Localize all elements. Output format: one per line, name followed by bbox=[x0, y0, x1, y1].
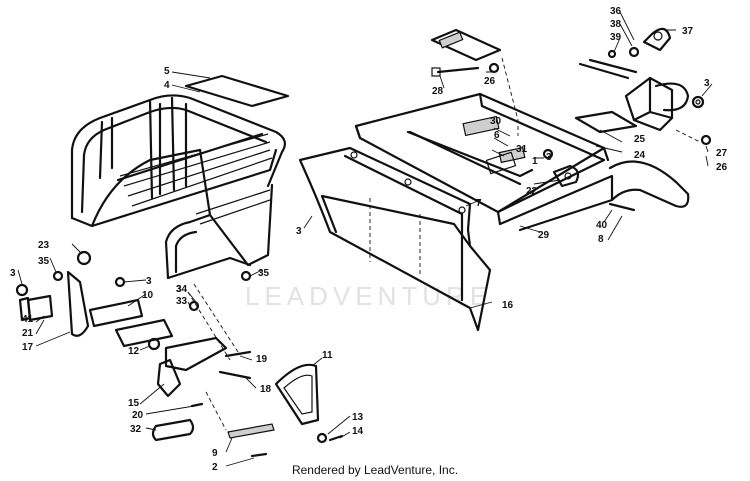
callout-19: 19 bbox=[256, 354, 268, 365]
nut-3-mid bbox=[114, 276, 126, 288]
callout-39: 39 bbox=[610, 32, 622, 43]
hitch-assembly bbox=[624, 27, 690, 132]
watermark: LEADVENTURE bbox=[245, 281, 492, 311]
callout-4: 4 bbox=[164, 80, 170, 91]
callout-23: 23 bbox=[38, 240, 50, 251]
bracket-plate bbox=[430, 28, 502, 62]
callout-11: 11 bbox=[322, 350, 333, 361]
callout-5: 5 bbox=[164, 66, 170, 77]
nut-35-right bbox=[240, 270, 252, 282]
callout-8: 8 bbox=[598, 234, 604, 245]
nut-27 bbox=[700, 134, 712, 146]
washer-13 bbox=[316, 432, 328, 444]
washer bbox=[607, 49, 617, 59]
bracket-strip bbox=[574, 110, 638, 134]
nut-3-center bbox=[542, 148, 554, 160]
callout-18: 18 bbox=[260, 384, 272, 395]
nut-12 bbox=[147, 337, 161, 351]
callout-3: 3 bbox=[546, 152, 552, 163]
callout-37: 37 bbox=[682, 26, 694, 37]
tailgate-hook bbox=[552, 164, 580, 188]
bracket-hidden-lines bbox=[187, 283, 239, 361]
bolt-18 bbox=[218, 370, 252, 380]
cover-11 bbox=[274, 363, 320, 426]
callout-33: 33 bbox=[176, 296, 188, 307]
callout-10: 10 bbox=[142, 290, 154, 301]
callout-27: 27 bbox=[716, 148, 728, 159]
callout-35: 35 bbox=[38, 256, 50, 267]
bolt-19 bbox=[224, 350, 252, 358]
reflector-9 bbox=[227, 423, 275, 439]
strap-10 bbox=[88, 298, 144, 328]
bed-frame bbox=[354, 92, 690, 232]
callout-14: 14 bbox=[352, 426, 364, 437]
bolt-28 bbox=[436, 66, 480, 74]
callout-31: 31 bbox=[516, 144, 528, 155]
callout-24: 24 bbox=[634, 150, 646, 161]
callout-32: 32 bbox=[130, 424, 142, 435]
rendered-by-credit: Rendered by LeadVenture, Inc. bbox=[291, 463, 459, 477]
tailgate-panel bbox=[298, 146, 492, 332]
callout-6: 6 bbox=[494, 130, 500, 141]
callout-41: 41 bbox=[22, 314, 34, 325]
hardware-hidden-line bbox=[675, 129, 701, 143]
callout-25: 25 bbox=[634, 134, 646, 145]
callout-30: 30 bbox=[490, 116, 502, 127]
washer-26 bbox=[488, 62, 500, 74]
callout-40: 40 bbox=[596, 220, 608, 231]
cap-23 bbox=[76, 250, 92, 266]
callout-28: 28 bbox=[432, 86, 444, 97]
spring bbox=[628, 46, 640, 58]
rack-strip bbox=[184, 74, 290, 108]
latch-plate bbox=[485, 151, 517, 175]
bar-12 bbox=[114, 318, 174, 348]
bolt-14 bbox=[328, 434, 344, 442]
callout-3: 3 bbox=[10, 268, 16, 279]
callout-15: 15 bbox=[128, 398, 140, 409]
grip-hidden-line bbox=[205, 391, 227, 431]
leader-lines bbox=[17, 11, 713, 467]
callout-35: 35 bbox=[258, 268, 270, 279]
callout-26: 26 bbox=[716, 162, 728, 173]
callout-16: 16 bbox=[502, 300, 514, 311]
bolt-40 bbox=[608, 202, 636, 212]
callout-34: 34 bbox=[176, 284, 188, 295]
callout-17: 17 bbox=[22, 342, 34, 353]
handle-15 bbox=[156, 358, 182, 398]
callout-22: 22 bbox=[526, 186, 538, 197]
panel-hidden-lines bbox=[369, 198, 421, 274]
nut-3-left bbox=[15, 283, 29, 297]
callout-labels: 1 2 3 3 3 3 3 3 4 5 6 7 8 9 10 11 12 13 … bbox=[10, 6, 728, 473]
callout-29: 29 bbox=[538, 230, 550, 241]
callout-36: 36 bbox=[610, 6, 622, 17]
callout-3: 3 bbox=[176, 284, 182, 295]
callout-7: 7 bbox=[476, 198, 482, 209]
hitch-pin bbox=[578, 58, 638, 80]
nut-3-right bbox=[691, 95, 705, 109]
post-17 bbox=[66, 270, 90, 337]
callout-20: 20 bbox=[132, 410, 144, 421]
callout-3: 3 bbox=[146, 276, 152, 287]
callout-3: 3 bbox=[704, 78, 710, 89]
callout-13: 13 bbox=[352, 412, 364, 423]
plate-21 bbox=[18, 296, 32, 322]
callout-9: 9 bbox=[212, 448, 218, 459]
callout-12: 12 bbox=[128, 346, 140, 357]
plate-hidden-line bbox=[501, 57, 519, 136]
callout-26: 26 bbox=[484, 76, 496, 87]
bracket-15 bbox=[164, 336, 228, 372]
grip-32 bbox=[151, 418, 195, 442]
callout-3: 3 bbox=[296, 226, 302, 237]
callout-38: 38 bbox=[610, 19, 622, 30]
rack-basket bbox=[70, 94, 287, 280]
callout-21: 21 bbox=[22, 328, 34, 339]
callout-2: 2 bbox=[212, 462, 218, 473]
callout-1: 1 bbox=[532, 156, 538, 167]
screw-2 bbox=[250, 452, 268, 458]
nut-35-left bbox=[52, 270, 64, 282]
